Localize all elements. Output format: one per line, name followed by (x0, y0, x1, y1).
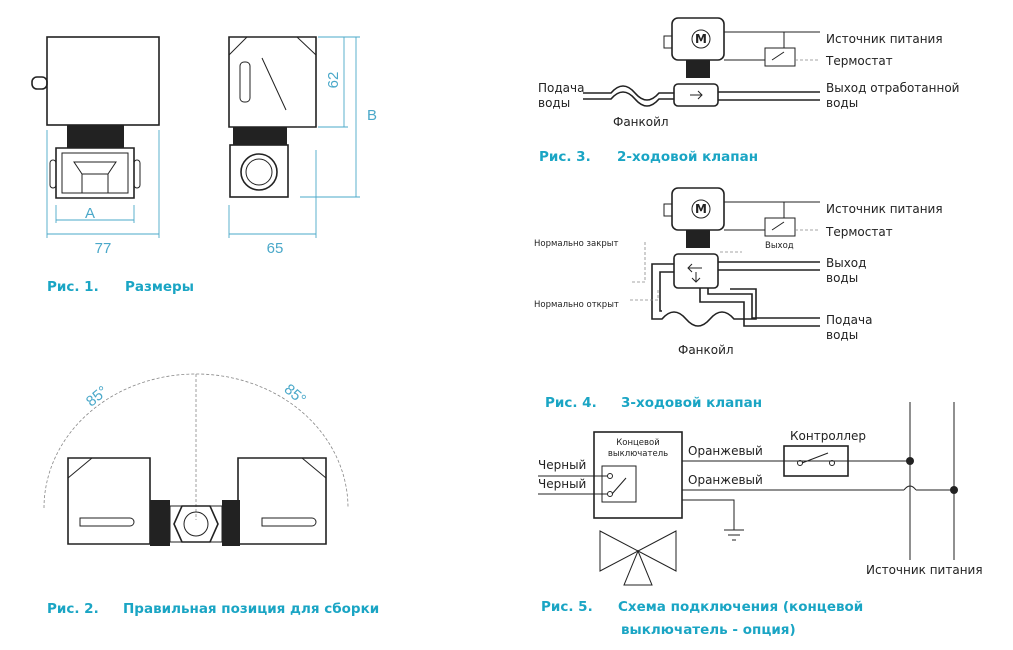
fig4-supply-label-1: Подача (826, 313, 872, 327)
fig5-limit-label-2: выключатель (608, 449, 668, 459)
fig5-controller (783, 445, 849, 477)
fig1-side-dims (228, 36, 360, 238)
fig4-supply-label-2: воды (826, 328, 858, 342)
fig3-actuator (663, 17, 725, 107)
fig4-title: 3-ходовой клапан (621, 395, 762, 411)
fig5-orange-label-1: Оранжевый (688, 444, 763, 458)
fig4-out-label-2: воды (826, 271, 858, 285)
fig3-supply-label-1: Подача (538, 81, 584, 95)
fig4-number: Рис. 4. (545, 395, 597, 411)
fig5-limit-switch-box (593, 431, 683, 519)
fig3-thermostat-label: Термостат (825, 54, 893, 68)
fig1-front-view (31, 36, 160, 199)
fig5-power-label: Источник питания (866, 563, 983, 577)
fig3-supply-label-2: воды (538, 96, 570, 110)
fig3-exhaust-label-1: Выход отработанной (826, 81, 959, 95)
fig3-title: 2-ходовой клапан (617, 149, 758, 165)
fig2-left-actuator (67, 457, 170, 546)
fig2-title: Правильная позиция для сборки (123, 601, 379, 617)
fig1-side-view (228, 36, 317, 198)
fig4-out-small-label: Выход (765, 241, 794, 251)
dim-b-label: B (367, 107, 377, 124)
dim-65-label: 65 (267, 240, 284, 257)
dim-62-label: 62 (325, 72, 342, 89)
fig2-angle-arc (43, 373, 349, 520)
fig3-wiring (724, 31, 820, 67)
fig1-title: Размеры (125, 279, 194, 295)
fig3-power-label: Источник питания (826, 32, 943, 46)
fig5-title-line2: выключатель - опция) (621, 622, 796, 638)
fig4-pipes (630, 242, 820, 327)
fig4-power-label: Источник питания (826, 202, 943, 216)
fig1-number: Рис. 1. (47, 279, 99, 295)
fig5-limit-label-1: Концевой (616, 438, 660, 448)
fig3-exhaust-label-2: воды (826, 96, 858, 110)
fig5-number: Рис. 5. (541, 599, 593, 615)
fig4-no-label: Нормально открыт (534, 300, 619, 310)
fig5-black-label-2: Черный (538, 477, 586, 491)
fig4-nc-label: Нормально закрыт (534, 239, 618, 249)
fig3-fancoil-label: Фанкойл (613, 115, 669, 129)
fig4-fancoil-label: Фанкойл (678, 343, 734, 357)
fig5-valve-symbol (599, 530, 677, 586)
fig4-motor-symbol: M (695, 202, 707, 216)
fig3-number: Рис. 3. (539, 149, 591, 165)
fig5-title-line1: Схема подключения (концевой (618, 599, 863, 615)
fig5-wires (538, 402, 958, 560)
fig4-thermostat-label: Термостат (825, 225, 893, 239)
fig2-number: Рис. 2. (47, 601, 99, 617)
fig3-motor-symbol: M (695, 32, 707, 46)
fig1-dim-lines (46, 130, 160, 238)
fig3-pipes (583, 85, 820, 107)
fig2-right-actuator (222, 457, 327, 546)
angle-right-label: 85° (281, 381, 309, 409)
fig2-valve-body (169, 505, 223, 543)
fig5-black-label-1: Черный (538, 458, 586, 472)
fig5-controller-label: Контроллер (790, 429, 866, 443)
fig5-orange-label-2: Оранжевый (688, 473, 763, 487)
angle-left-label: 85° (83, 383, 111, 411)
fig4-wiring (724, 201, 820, 237)
fig4-out-label-1: Выход (826, 256, 866, 270)
dim-a-label: A (85, 205, 95, 222)
fig4-actuator (663, 187, 725, 289)
dim-77-label: 77 (95, 240, 112, 257)
